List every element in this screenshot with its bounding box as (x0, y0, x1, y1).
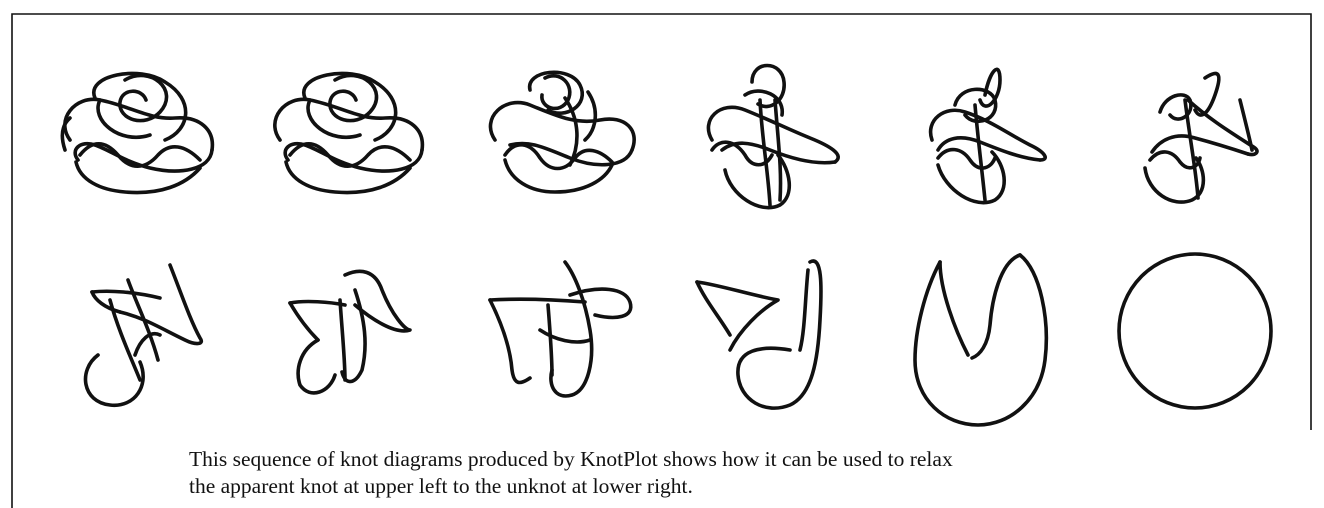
knot-diagram-12 (1117, 252, 1273, 410)
knot-diagram-2 (273, 71, 425, 195)
knot-diagram-8 (288, 269, 412, 395)
figure-border (11, 13, 1312, 508)
knot-diagram-9 (488, 260, 633, 398)
knot-diagram-10 (695, 259, 823, 410)
figure-caption: This sequence of knot diagrams produced … (189, 446, 1189, 500)
knot-diagram-11 (913, 253, 1049, 427)
knot-diagram-1 (60, 71, 215, 195)
knot-diagram-7 (83, 263, 204, 407)
knot-diagram-5 (928, 67, 1047, 205)
knot-diagram-3 (488, 70, 636, 194)
knot-diagram-6 (1143, 71, 1259, 204)
caption-line-2: the apparent knot at upper left to the u… (189, 474, 693, 498)
caption-line-1: This sequence of knot diagrams produced … (189, 447, 953, 471)
knot-diagram-4 (706, 63, 840, 210)
